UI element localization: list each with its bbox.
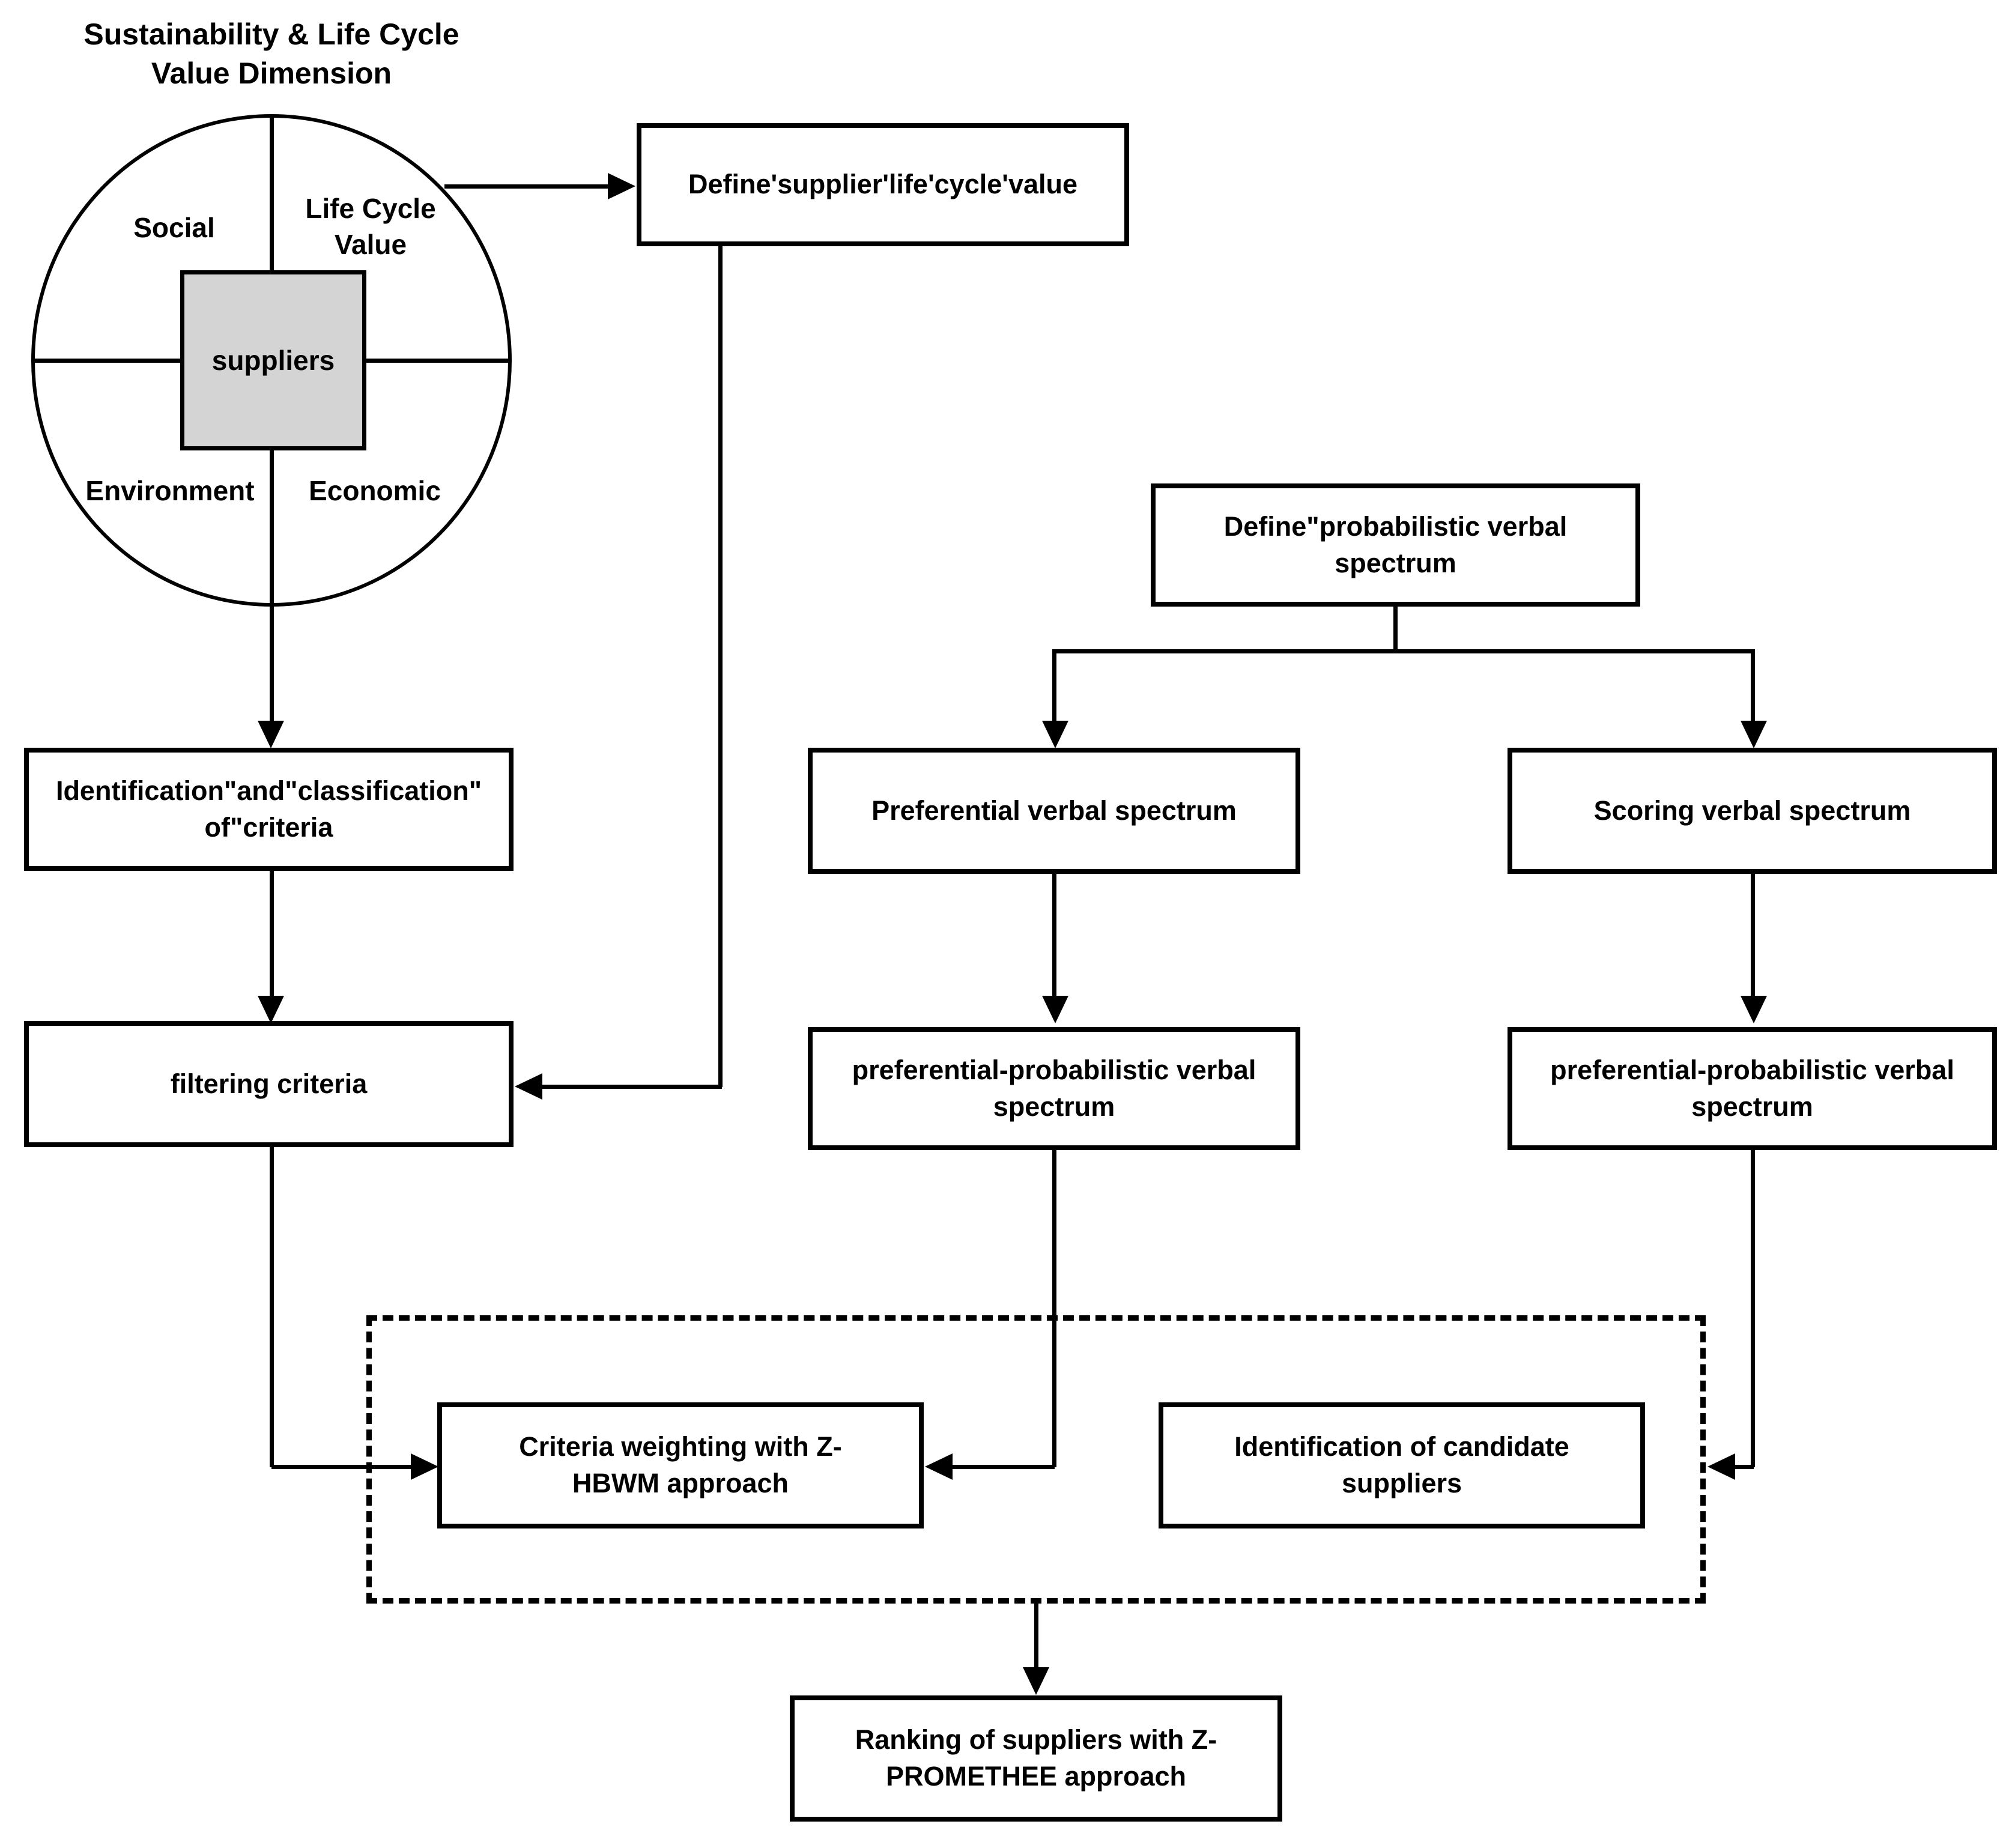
arrow-right-to-define-supplier-icon	[608, 173, 635, 199]
connector-circle-to-define-supplier	[444, 184, 613, 189]
box-identification-and-classification-of-criteria: Identification"and"classification" of"cr…	[24, 748, 514, 871]
box-filtering-criteria: filtering criteria	[24, 1021, 514, 1147]
box-preferential-verbal-spectrum: Preferential verbal spectrum	[808, 748, 1300, 874]
connector-preferential-to-prefprob-left	[1052, 874, 1056, 997]
arrow-down-to-ranking-icon	[1023, 1667, 1049, 1695]
arrow-down-to-prefprob-right-icon	[1741, 996, 1767, 1023]
arrow-left-to-criteria-weighting-icon	[925, 1453, 953, 1480]
arrow-left-to-candidate-suppliers-icon	[1708, 1453, 1735, 1480]
box-identification-of-candidate-suppliers: Identification of candidate suppliers	[1159, 1402, 1645, 1528]
arrow-down-to-preferential-icon	[1042, 721, 1068, 748]
arrow-left-to-filtering-icon	[515, 1073, 542, 1100]
connector-identification-to-filtering	[270, 871, 274, 997]
box-scoring-verbal-spectrum: Scoring verbal spectrum	[1508, 748, 1997, 874]
suppliers-center-box: suppliers	[180, 270, 366, 450]
box-define-supplier-life-cycle-value: Define'supplier'life'cycle'value	[637, 123, 1129, 246]
connector-define-probabilistic-stem	[1393, 607, 1398, 652]
connector-prefprob-left-drop	[1052, 1150, 1056, 1467]
quadrant-social-label: Social	[133, 212, 215, 244]
box-ranking-of-suppliers-z-promethee: Ranking of suppliers with Z- PROMETHEE a…	[790, 1695, 1282, 1822]
quadrant-environment-label: Environment	[85, 475, 255, 507]
connector-prefprob-right-to-group	[1735, 1465, 1754, 1469]
box-preferential-probabilistic-verbal-spectrum-right: preferential-probabilistic verbal spectr…	[1508, 1027, 1997, 1150]
box-preferential-probabilistic-verbal-spectrum-left: preferential-probabilistic verbal spectr…	[808, 1027, 1300, 1150]
connector-define-supplier-to-filtering	[542, 1085, 722, 1089]
connector-prefprob-left-to-criteria-weighting	[951, 1465, 1055, 1469]
arrow-down-to-filtering-icon	[258, 996, 284, 1023]
connector-group-to-ranking	[1034, 1604, 1038, 1670]
connector-split-bar	[1052, 649, 1755, 653]
connector-prefprob-right-drop	[1751, 1150, 1755, 1467]
figure-title: Sustainability & Life Cycle Value Dimens…	[83, 17, 459, 90]
dashed-group-rectangle	[366, 1315, 1706, 1604]
connector-split-left-branch	[1052, 649, 1056, 723]
arrow-right-to-criteria-weighting-icon	[411, 1453, 438, 1480]
arrow-down-to-identification-icon	[258, 721, 284, 748]
box-define-probabilistic-verbal-spectrum: Define"probabilistic verbal spectrum	[1151, 483, 1640, 607]
quadrant-economic-label: Economic	[309, 475, 441, 507]
suppliers-label: suppliers	[211, 345, 335, 376]
connector-define-supplier-drop	[718, 246, 723, 1087]
arrow-down-to-prefprob-left-icon	[1042, 996, 1068, 1023]
connector-split-right-branch	[1751, 649, 1755, 723]
box-criteria-weighting-z-hbwm: Criteria weighting with Z- HBWM approach	[437, 1402, 924, 1528]
arrow-down-to-scoring-icon	[1741, 721, 1767, 748]
connector-filtering-drop	[270, 1147, 274, 1467]
connector-scoring-to-prefprob-right	[1751, 874, 1755, 997]
connector-filtering-to-criteria-weighting	[271, 1465, 412, 1469]
quadrant-lifecycle-label: Life Cycle Value	[305, 193, 436, 260]
